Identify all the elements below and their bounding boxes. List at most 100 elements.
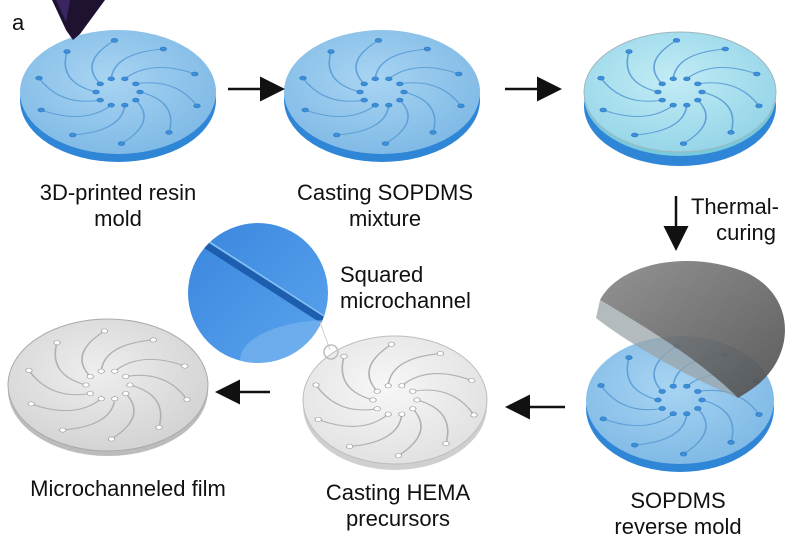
- channel-port-dot: [107, 76, 115, 82]
- channel-port-dot: [599, 107, 607, 113]
- microchannel-path: [40, 104, 112, 117]
- microchannel-path: [401, 373, 473, 387]
- microchannel-path: [315, 384, 378, 411]
- microchannel-path: [403, 91, 436, 133]
- microchannel-path: [304, 104, 376, 117]
- channel-port-dot: [360, 97, 368, 103]
- channel-port-dot: [193, 103, 201, 109]
- channel-port-dot: [69, 132, 77, 138]
- microchannel-path: [125, 374, 188, 400]
- channel-port-dot: [753, 71, 761, 77]
- channel-port-dot: [755, 412, 763, 417]
- microchanneled-film-channels: [25, 328, 191, 442]
- microchannel-path: [91, 40, 116, 85]
- channel-port-dot: [669, 383, 677, 389]
- channel-port-dot: [35, 75, 43, 81]
- label-squared-microchannel: Squared microchannel: [340, 262, 471, 313]
- channel-port-dot: [97, 396, 105, 402]
- microchannel-path: [701, 399, 734, 443]
- channel-port-dot: [59, 427, 67, 433]
- channel-port-dot: [301, 107, 309, 113]
- label-reverse-mold: SOPDMS reverse mold: [614, 488, 742, 539]
- microchannel-path: [416, 399, 449, 444]
- channel-port-dot: [457, 103, 465, 109]
- microchannel-path: [54, 342, 87, 386]
- microchannel-path: [634, 105, 688, 136]
- channel-port-dot: [299, 75, 307, 81]
- channel-port-dot: [82, 382, 90, 388]
- channel-port-dot: [396, 97, 404, 103]
- microchannel-path: [124, 67, 196, 80]
- microchannel-path: [682, 408, 707, 455]
- microchannel-path: [634, 413, 688, 446]
- channel-port-dot: [385, 76, 393, 82]
- microchannel-path: [110, 48, 164, 79]
- channel-port-dot: [755, 103, 763, 109]
- channel-port-dot: [455, 71, 463, 77]
- channel-port-dot: [371, 102, 379, 108]
- channel-port-dot: [122, 391, 130, 396]
- microchannel-path: [672, 48, 726, 79]
- channel-port-dot: [658, 81, 666, 87]
- channel-port-dot: [327, 49, 335, 54]
- microchannel-path: [120, 99, 145, 144]
- channel-port-dot: [132, 81, 140, 87]
- channel-port-dot: [132, 97, 140, 103]
- microchannel-path: [412, 389, 475, 416]
- channel-port-dot: [398, 383, 406, 389]
- panel-label: a: [12, 10, 25, 35]
- microchannel-path: [626, 357, 659, 401]
- channel-port-dot: [400, 89, 408, 95]
- channel-port-dot: [312, 382, 320, 388]
- microchannel-path: [341, 356, 374, 401]
- microchannel-path: [602, 104, 674, 117]
- channel-port-dot: [597, 383, 605, 388]
- microchannel-path: [110, 393, 135, 440]
- channel-port-dot: [597, 75, 605, 81]
- channel-port-dot: [694, 81, 702, 87]
- channel-port-dot: [727, 130, 735, 135]
- channel-port-dot: [384, 383, 392, 389]
- channel-port-dot: [658, 97, 666, 103]
- microchannel-path: [626, 51, 659, 93]
- channel-port-dot: [442, 441, 450, 447]
- microchannel-path: [600, 385, 663, 411]
- channel-port-dot: [86, 374, 94, 379]
- channel-port-dot: [429, 130, 437, 135]
- microchannel-path: [317, 413, 389, 427]
- label-casting-hema: Casting HEMA precursors: [325, 480, 471, 531]
- microchannel-path: [368, 343, 393, 392]
- microchannel-path: [129, 384, 162, 428]
- channel-port-dot: [27, 401, 35, 407]
- channel-port-dot: [96, 81, 104, 87]
- channel-port-dot: [468, 378, 476, 383]
- channel-port-dot: [698, 89, 706, 95]
- channel-port-dot: [658, 406, 666, 411]
- channel-port-dot: [122, 374, 130, 379]
- microchannel-path: [399, 82, 462, 107]
- casting-hema-channels: [312, 341, 478, 459]
- channel-port-dot: [121, 102, 129, 108]
- channel-port-dot: [360, 81, 368, 87]
- channel-port-dot: [136, 89, 144, 95]
- microchannel-path: [38, 77, 101, 102]
- channel-port-dot: [183, 397, 191, 402]
- channel-port-dot: [314, 416, 322, 422]
- channel-port-dot: [346, 443, 354, 449]
- channel-port-dot: [96, 97, 104, 103]
- cured-sopdms-channels: [597, 38, 763, 146]
- microchannel-path: [697, 82, 760, 107]
- channel-port-dot: [631, 132, 639, 138]
- channel-port-dot: [191, 71, 199, 77]
- squared-microchannel-inset: [188, 223, 339, 363]
- channel-port-dot: [107, 102, 115, 108]
- microchannel-path: [387, 353, 441, 386]
- microchannel-path: [374, 48, 428, 79]
- channel-port-dot: [100, 328, 109, 334]
- channel-port-dot: [698, 397, 706, 403]
- casting-sopdms-channels: [299, 38, 465, 146]
- channel-port-dot: [165, 130, 173, 135]
- label-thermal-curing: Thermal- curing: [690, 194, 779, 245]
- microchannel-path: [701, 91, 734, 133]
- microchannel-path: [139, 91, 172, 133]
